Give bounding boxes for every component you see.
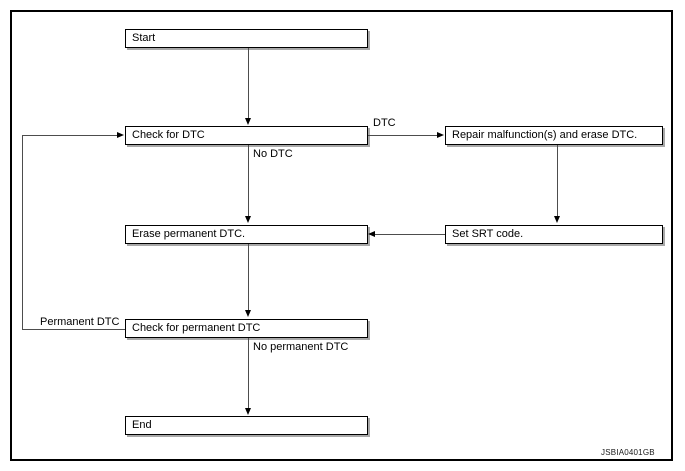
edge-label-permanent-dtc: Permanent DTC [40, 316, 120, 328]
node-erase-permanent-dtc-label: Erase permanent DTC. [132, 228, 246, 240]
edge-label-no-permanent-dtc: No permanent DTC [253, 341, 349, 353]
node-end-label: End [132, 419, 152, 431]
edge-permanent-dtc-loop-bottom [22, 329, 125, 330]
figure-frame [10, 10, 673, 461]
node-repair-malfunctions-label: Repair malfunction(s) and erase DTC. [452, 129, 638, 141]
node-set-srt-code[interactable]: Set SRT code. [445, 225, 663, 244]
edge-check-permanent-to-end [248, 338, 249, 409]
edge-start-to-check-dtc [248, 48, 249, 119]
edge-set-srt-to-erase-permanent [375, 234, 445, 235]
figure-code-watermark: JSBIA0401GB [601, 448, 655, 457]
arrowhead-start-to-check-dtc [244, 118, 251, 125]
arrowhead-permanent-dtc-loop [117, 131, 124, 138]
node-check-permanent-dtc-label: Check for permanent DTC [132, 322, 261, 334]
node-erase-permanent-dtc[interactable]: Erase permanent DTC. [125, 225, 368, 244]
node-repair-malfunctions[interactable]: Repair malfunction(s) and erase DTC. [445, 126, 663, 145]
edge-repair-to-set-srt [557, 145, 558, 217]
edge-permanent-dtc-loop-top [22, 135, 118, 136]
arrowhead-check-dtc-to-erase-permanent [244, 216, 251, 223]
node-check-permanent-dtc[interactable]: Check for permanent DTC [125, 319, 368, 338]
edge-label-dtc: DTC [373, 117, 396, 129]
arrowhead-repair-to-set-srt [553, 216, 560, 223]
node-start-label: Start [132, 32, 156, 44]
arrowhead-check-permanent-to-end [244, 408, 251, 415]
node-end[interactable]: End [125, 416, 368, 435]
node-check-dtc[interactable]: Check for DTC [125, 126, 368, 145]
edge-erase-permanent-to-check-permanent [248, 244, 249, 311]
arrowhead-erase-permanent-to-check-permanent [244, 310, 251, 317]
edge-label-no-dtc: No DTC [253, 148, 293, 160]
edge-check-dtc-to-repair [368, 135, 438, 136]
edge-permanent-dtc-loop-left [22, 135, 23, 330]
arrowhead-set-srt-to-erase-permanent [368, 230, 375, 237]
edge-check-dtc-to-erase-permanent [248, 145, 249, 217]
node-set-srt-code-label: Set SRT code. [452, 228, 524, 240]
node-check-dtc-label: Check for DTC [132, 129, 205, 141]
node-start[interactable]: Start [125, 29, 368, 48]
arrowhead-check-dtc-to-repair [437, 131, 444, 138]
